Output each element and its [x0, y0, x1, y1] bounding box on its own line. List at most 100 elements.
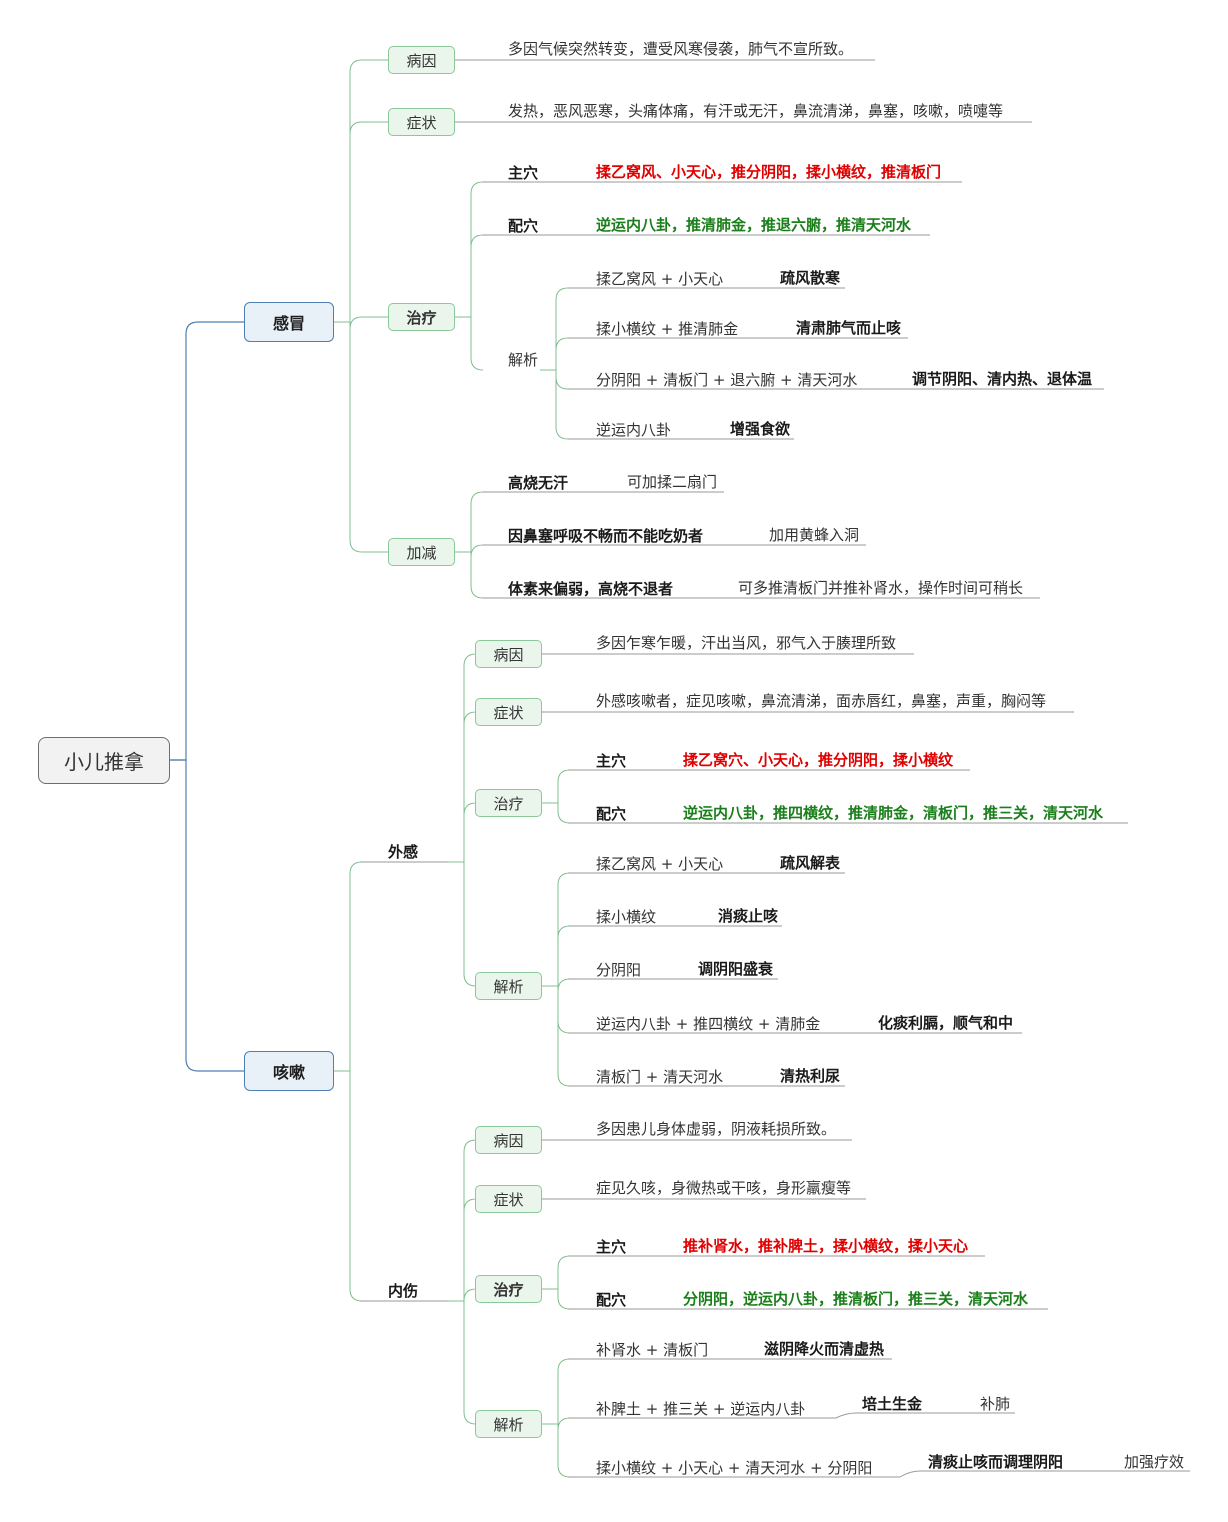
branch-line: [170, 321, 244, 761]
topic-cough[interactable]: 咳嗽: [244, 1051, 334, 1091]
branch-line: [540, 369, 569, 440]
cold-analysis-combo-4: 逆运内八卦: [596, 421, 672, 439]
branch-line: [448, 1198, 477, 1302]
int-analysis-extra-2: 补肺: [980, 1395, 1011, 1413]
cold-cause-node[interactable]: 病因: [388, 46, 455, 74]
int-analysis-effect-2: 培土生金: [862, 1395, 923, 1413]
int-main-text: 推补肾水，推补脾土，揉小横纹，揉小天心: [683, 1237, 969, 1255]
cold-analysis-combo-2: 揉小横纹 + 推清肺金: [596, 320, 739, 338]
ext-treatment-node[interactable]: 治疗: [475, 789, 542, 817]
ext-cause-node[interactable]: 病因: [475, 640, 542, 668]
ext-analysis-combo-1: 揉乙窝风 + 小天心: [596, 855, 724, 873]
int-aux-label: 配穴: [596, 1291, 627, 1309]
cold-analysis-combo-1: 揉乙窝风 + 小天心: [596, 270, 724, 288]
cold-treatment-node[interactable]: 治疗: [388, 303, 455, 331]
int-analysis-combo-1: 补肾水 + 清板门: [596, 1341, 709, 1359]
branch-line: [334, 321, 388, 553]
branch-line: [455, 316, 484, 371]
int-aux-text: 分阴阳，逆运内八卦，推清板门，推三关，清天河水: [683, 1290, 1029, 1308]
branch-line: [334, 1070, 363, 1302]
branch-line: [455, 491, 484, 553]
ext-analysis-combo-2: 揉小横纹: [596, 908, 657, 926]
ext-symptom-text: 外感咳嗽者，症见咳嗽，鼻流清涕，面赤唇红，鼻塞，声重，胸闷等: [596, 692, 1047, 710]
cold-cause-text: 多因气候突然转变，遭受风寒侵袭，肺气不宣所致。: [508, 40, 854, 58]
branch-line: [542, 925, 571, 987]
int-analysis-effect-3: 清痰止咳而调理阴阳: [928, 1453, 1064, 1471]
ext-analysis-effect-3: 调阴阳盛衰: [698, 960, 774, 978]
ext-analysis-combo-3: 分阴阳: [596, 961, 642, 979]
cold-analysis-effect-3: 调节阴阳、清内热、退体温: [912, 370, 1093, 388]
ext-main-text: 揉乙窝穴、小天心，推分阴阳，揉小横纹: [683, 751, 954, 769]
branch-line: [448, 802, 477, 863]
ext-main-label: 主穴: [596, 752, 627, 770]
int-analysis-combo-2: 补脾土 + 推三关 + 逆运内八卦: [596, 1400, 806, 1418]
branch-line: [455, 551, 484, 599]
cold-modify-cond-1: 高烧无汗: [508, 474, 569, 492]
branch-line: [448, 711, 477, 863]
branch-line: [334, 861, 363, 1072]
branch-line: [542, 1255, 571, 1290]
underline: [835, 1412, 1015, 1419]
cold-modify-action-1: 可加揉二扇门: [627, 473, 718, 491]
branch-line: [170, 759, 244, 1072]
int-analysis-node[interactable]: 解析: [475, 1410, 542, 1438]
cold-main-label: 主穴: [508, 164, 539, 182]
ext-analysis-effect-5: 清热利尿: [780, 1067, 841, 1085]
cold-aux-label: 配穴: [508, 217, 539, 235]
branch-line: [448, 861, 477, 987]
branch-line: [455, 544, 484, 558]
branch-line: [542, 985, 571, 1087]
branch-line: [542, 1288, 571, 1310]
branch-line: [542, 1358, 571, 1425]
cold-modify-node[interactable]: 加减: [388, 538, 455, 566]
int-symptom-node[interactable]: 症状: [475, 1185, 542, 1213]
branch-line: [540, 369, 569, 390]
ext-analysis-combo-5: 清板门 + 清天河水: [596, 1068, 724, 1086]
ext-analysis-node[interactable]: 解析: [475, 972, 542, 1000]
cold-symptom-node[interactable]: 症状: [388, 108, 455, 136]
cold-analysis-effect-2: 清肃肺气而止咳: [796, 319, 902, 337]
branch-line: [334, 59, 388, 323]
cold-modify-cond-2: 因鼻塞呼吸不畅而不能吃奶者: [508, 527, 704, 545]
ext-analysis-effect-2: 消痰止咳: [718, 907, 779, 925]
root-node[interactable]: 小儿推拿: [38, 737, 170, 784]
int-analysis-extra-3: 加强疗效: [1124, 1453, 1185, 1471]
cough-internal-label[interactable]: 内伤: [388, 1282, 419, 1300]
cold-main-text: 揉乙窝风、小天心，推分阴阳，揉小横纹，推清板门: [596, 163, 942, 181]
ext-aux-label: 配穴: [596, 805, 627, 823]
int-symptom-text: 症见久咳，身微热或干咳，身形羸瘦等: [596, 1179, 852, 1197]
int-analysis-combo-3: 揉小横纹 + 小天心 + 清天河水 + 分阴阳: [596, 1459, 873, 1477]
topic-cold[interactable]: 感冒: [244, 302, 334, 342]
cough-external-label[interactable]: 外感: [388, 843, 419, 861]
ext-aux-text: 逆运内八卦，推四横纹，推清肺金，清板门，推三关，清天河水: [683, 804, 1104, 822]
cold-analysis-label: 解析: [508, 351, 539, 369]
cold-modify-action-3: 可多推清板门并推补肾水，操作时间可稍长: [738, 579, 1024, 597]
branch-line: [448, 1139, 477, 1302]
branch-line: [542, 985, 571, 1034]
ext-symptom-node[interactable]: 症状: [475, 698, 542, 726]
branch-line: [542, 1423, 571, 1478]
branch-line: [448, 653, 477, 863]
branch-line: [334, 316, 388, 330]
int-cause-text: 多因患儿身体虚弱，阴液耗损所致。: [596, 1120, 837, 1138]
ext-analysis-effect-1: 疏风解表: [780, 854, 841, 872]
int-analysis-effect-1: 滋阴降火而清虚热: [764, 1340, 885, 1358]
branch-line: [448, 1300, 477, 1425]
cold-analysis-effect-4: 增强食欲: [730, 420, 791, 438]
branch-line: [455, 234, 484, 318]
int-treatment-node[interactable]: 治疗: [475, 1275, 542, 1303]
branch-line: [455, 181, 484, 318]
branch-line: [448, 1288, 477, 1302]
cold-modify-action-2: 加用黄蜂入洞: [769, 526, 860, 544]
cold-aux-text: 逆运内八卦，推清肺金，推退六腑，推清天河水: [596, 216, 912, 234]
cold-modify-cond-3: 体素来偏弱，高烧不退者: [508, 580, 674, 598]
int-main-label: 主穴: [596, 1238, 627, 1256]
branch-line: [540, 337, 569, 371]
branch-line: [542, 769, 571, 804]
int-cause-node[interactable]: 病因: [475, 1126, 542, 1154]
branch-line: [542, 978, 571, 992]
underline: [899, 1470, 1190, 1478]
ext-analysis-combo-4: 逆运内八卦 + 推四横纹 + 清肺金: [596, 1015, 821, 1033]
branch-line: [540, 287, 569, 371]
